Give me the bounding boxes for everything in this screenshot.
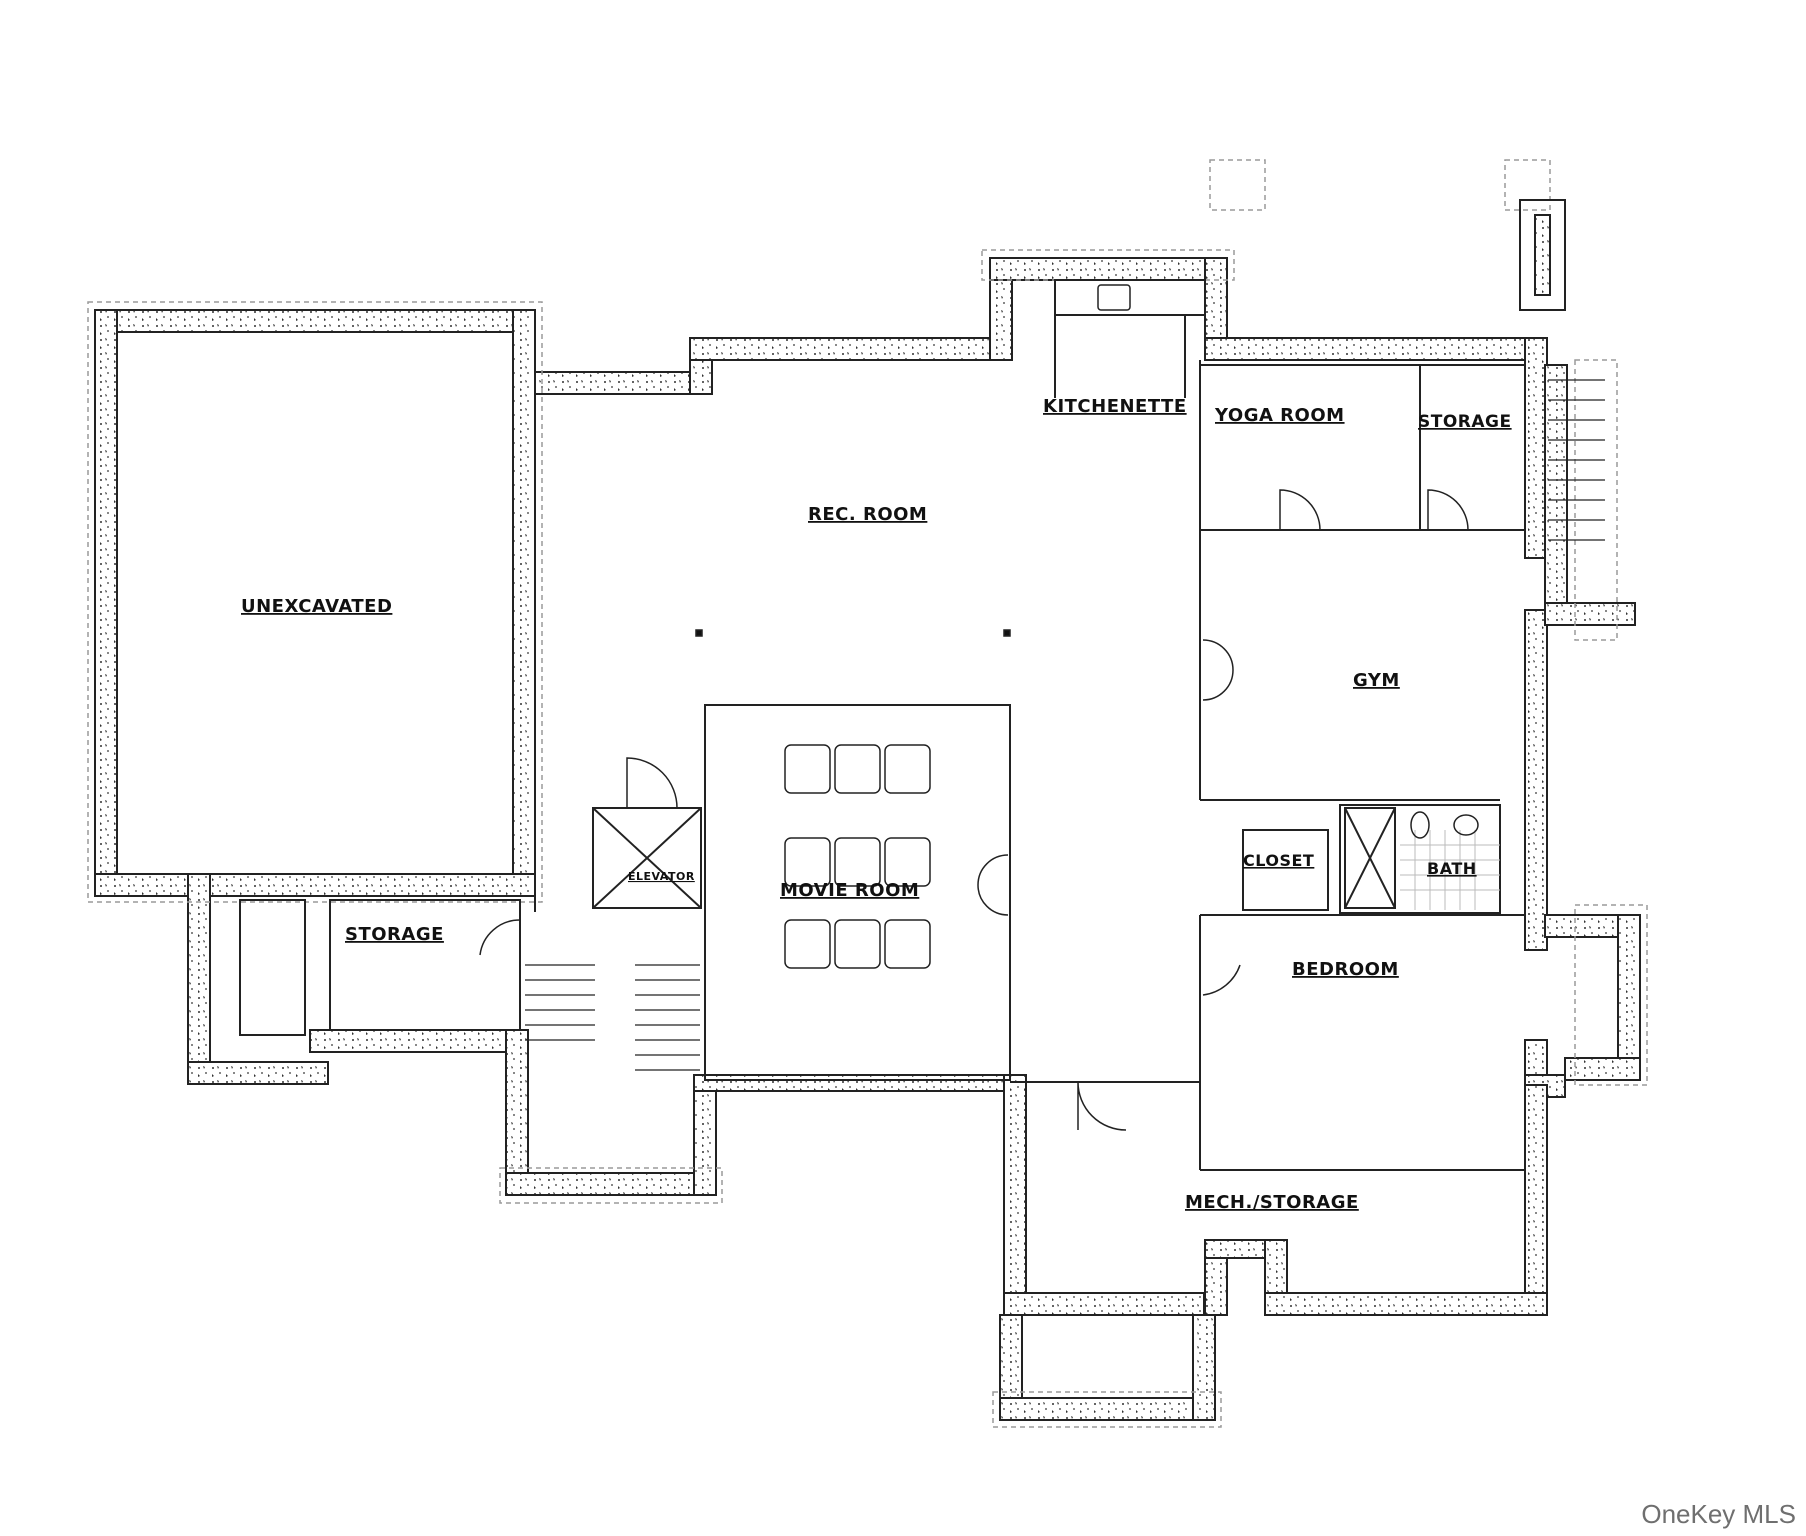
outline-dashed (87, 159, 1648, 1428)
label-bedroom: BEDROOM (1292, 959, 1399, 980)
label-bath: BATH (1427, 859, 1477, 878)
label-yoga-room: YOGA ROOM (1214, 405, 1345, 426)
label-kitchenette: KITCHENETTE (1043, 396, 1187, 417)
label-rec-room: REC. ROOM (808, 504, 927, 525)
interior-walls (116, 199, 1605, 1171)
label-closet: CLOSET (1243, 851, 1314, 870)
room-labels: UNEXCAVATED REC. ROOM KITCHENETTE YOGA R… (241, 396, 1512, 1213)
theater-seats (784, 744, 931, 969)
label-storage-sw: STORAGE (345, 924, 444, 945)
label-elevator: ELEVATOR (628, 870, 695, 883)
door-swings (479, 489, 1469, 1131)
foundation-walls (94, 257, 1641, 1421)
label-gym: GYM (1353, 670, 1400, 691)
label-unexcavated: UNEXCAVATED (241, 596, 392, 617)
label-movie-room: MOVIE ROOM (780, 880, 919, 901)
fixtures (695, 284, 1479, 839)
label-mech-storage: MECH./STORAGE (1185, 1192, 1359, 1213)
label-storage-ne: STORAGE (1418, 412, 1512, 432)
watermark: OneKey MLS (1641, 1499, 1796, 1529)
